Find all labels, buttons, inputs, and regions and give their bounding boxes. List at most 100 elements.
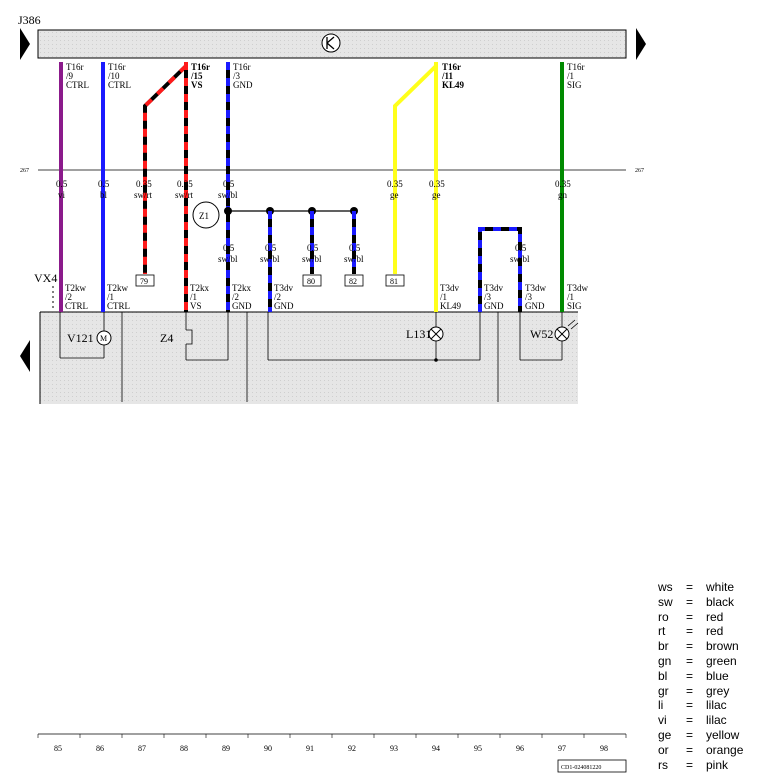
wire-color: ge bbox=[432, 190, 441, 200]
wire-size: 0.5 bbox=[223, 243, 235, 253]
track-number: 98 bbox=[600, 744, 608, 753]
legend-row: bl=blue bbox=[658, 669, 758, 684]
z1-label: Z1 bbox=[199, 211, 209, 221]
legend-color-name: blue bbox=[706, 668, 729, 683]
legend-color-name: yellow bbox=[706, 727, 740, 742]
w52-label: W52 bbox=[530, 327, 553, 341]
reference-boxes: 79 80 82 81 bbox=[135, 274, 405, 287]
top-connector-pin: /3 bbox=[233, 71, 241, 81]
legend-row: or = orange bbox=[658, 743, 758, 758]
top-connector-label: T16r bbox=[233, 62, 251, 72]
wire-color: sw/bl bbox=[260, 254, 280, 264]
wire-size: 0.5 bbox=[56, 179, 68, 189]
top-connector-label: T16r bbox=[442, 62, 461, 72]
v121-label: V121 bbox=[67, 331, 94, 345]
legend-abbr: li bbox=[658, 698, 664, 713]
wire-size: 0.5 bbox=[515, 243, 527, 253]
track-number: 95 bbox=[474, 744, 482, 753]
bottom-connector-label: T2kw bbox=[65, 283, 86, 293]
l131-label: L131 bbox=[406, 327, 431, 341]
top-connector-pin: /9 bbox=[66, 71, 74, 81]
legend-abbr: rt bbox=[658, 624, 666, 639]
top-connector-signal: VS bbox=[191, 80, 203, 90]
legend-abbr: or bbox=[658, 742, 669, 757]
top-connector-signal: GND bbox=[233, 80, 253, 90]
track-number: 97 bbox=[558, 744, 566, 753]
junction-z1 bbox=[192, 201, 220, 229]
legend-row: ro=red bbox=[658, 610, 758, 625]
wire-spec-labels: 0.5 vi 0.5 bl 0.35 sw/rt 0.35 sw/rt 0.5 … bbox=[56, 179, 571, 200]
track-number: 86 bbox=[96, 744, 104, 753]
legend-color-name: green bbox=[706, 653, 737, 668]
wire-color: gn bbox=[558, 190, 568, 200]
track-number-strip: 85 86 87 88 89 90 91 92 93 94 95 96 97 9… bbox=[37, 733, 627, 773]
bottom-connector-signal: CTRL bbox=[107, 301, 130, 311]
track-number: 87 bbox=[138, 744, 146, 753]
wire-color: sw/bl bbox=[218, 254, 238, 264]
legend-color-name: red bbox=[706, 609, 724, 624]
track-number: 88 bbox=[180, 744, 188, 753]
legend-row: gn = green bbox=[658, 654, 758, 669]
legend-abbr: ge bbox=[658, 727, 672, 742]
bottom-connector-label: T3dv bbox=[484, 283, 503, 293]
legend-abbr: gr bbox=[658, 683, 669, 698]
ref-box-label: 79 bbox=[140, 277, 148, 286]
bottom-connector-label: T3dv bbox=[440, 283, 459, 293]
top-connector-label: T16r bbox=[567, 62, 585, 72]
bottom-connector-signal: VS bbox=[190, 301, 202, 311]
wire-black-blue-loop bbox=[478, 227, 522, 312]
legend-abbr: vi bbox=[658, 713, 667, 728]
top-connector-pin: /10 bbox=[108, 71, 120, 81]
legend-equals: = bbox=[686, 727, 694, 742]
legend-equals: = bbox=[686, 580, 694, 594]
wire-size: 0.5 bbox=[223, 179, 235, 189]
wire-size: 0.35 bbox=[429, 179, 445, 189]
vx4-label: VX4 bbox=[34, 271, 57, 285]
top-connector-label: T16r bbox=[191, 62, 210, 72]
bottom-connector-pin: /1 bbox=[107, 292, 114, 302]
top-connector-label: T16r bbox=[66, 62, 84, 72]
legend-abbr: gn bbox=[658, 653, 672, 668]
wire-color: sw/bl bbox=[344, 254, 364, 264]
bottom-connector-pin: /2 bbox=[232, 292, 239, 302]
bottom-connector-label: T3dw bbox=[525, 283, 546, 293]
top-connector-pin: /11 bbox=[441, 71, 454, 81]
legend-equals: = bbox=[686, 624, 694, 639]
bottom-connector-label: T2kw bbox=[107, 283, 128, 293]
bottom-connector-signal: KL49 bbox=[440, 301, 461, 311]
bottom-connector-labels: T2kw /2 CTRL T2kw /1 CTRL T2kx /1 VS T2k… bbox=[65, 283, 588, 311]
legend-color-name: orange bbox=[706, 742, 744, 757]
wire-color: sw/bl bbox=[218, 190, 238, 200]
wire-size: 0.35 bbox=[136, 179, 152, 189]
legend-equals: = bbox=[686, 639, 694, 654]
legend-equals: = bbox=[686, 668, 694, 683]
track-number: 85 bbox=[54, 744, 62, 753]
legend-equals: = bbox=[686, 653, 694, 668]
bottom-connector-signal: GND bbox=[484, 301, 504, 311]
left-continuation-arrow bbox=[20, 28, 30, 60]
track-number: 90 bbox=[264, 744, 272, 753]
ref-marker-left: 267 bbox=[20, 168, 29, 174]
wire-size: 0.35 bbox=[555, 179, 571, 189]
legend-row: gr=grey bbox=[658, 684, 758, 699]
legend-color-name: pink bbox=[706, 757, 729, 772]
bottom-connector-pin: /3 bbox=[525, 292, 533, 302]
legend-row: sw=black bbox=[658, 595, 758, 610]
legend-color-name: white bbox=[706, 580, 735, 594]
legend-abbr: br bbox=[658, 639, 669, 654]
legend-color-name: brown bbox=[706, 639, 739, 654]
legend-row: br = brown bbox=[658, 639, 758, 654]
bottom-connector-signal: CTRL bbox=[65, 301, 88, 311]
top-connector-labels: T16r /9 CTRL T16r /10 CTRL T16r /15 VS T… bbox=[66, 62, 585, 90]
track-number: 96 bbox=[516, 744, 524, 753]
legend-equals: = bbox=[686, 742, 694, 757]
legend-row: rt=red bbox=[658, 624, 758, 639]
lamp-w52: W52 bbox=[530, 319, 579, 342]
electronic-component-icon bbox=[321, 33, 341, 53]
ref-box-label: 82 bbox=[349, 277, 357, 286]
bottom-connector-pin: /1 bbox=[440, 292, 447, 302]
bottom-connector-signal: SIG bbox=[567, 301, 582, 311]
wire-color: sw/bl bbox=[510, 254, 530, 264]
